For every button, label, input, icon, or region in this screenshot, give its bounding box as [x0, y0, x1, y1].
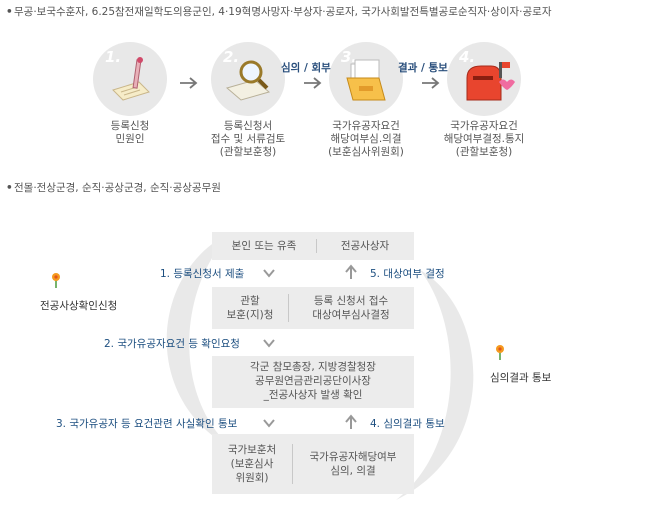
arrow-down-icon — [263, 269, 275, 278]
arrow-up-icon — [345, 414, 357, 429]
box-review-committee: 국가보훈처 (보훈심사 위원회) 국가유공자해당여부 심의, 의결 — [212, 434, 414, 494]
box-regional-office: 관할 보훈(지)청 등록 신청서 접수 대상여부심사결정 — [212, 287, 414, 329]
arrow-label-3: 결과 / 통보 — [398, 62, 448, 74]
side-label-left: 전공사상확인신청 — [40, 300, 118, 312]
left-arc — [166, 232, 232, 448]
bullet: • — [6, 182, 13, 194]
step-4-number: 4. — [459, 48, 476, 66]
step-1-circle: 1. — [93, 42, 167, 116]
section1-description: •무공·보국수훈자, 6.25참전재일학도의용군인, 4·19혁명사망자·부상자… — [6, 5, 642, 20]
step-2-circle: 2. — [211, 42, 285, 116]
box-regional-office-left-line-2: 보훈(지)청 — [226, 309, 274, 321]
step-1: 1. 등록신청 민원인 — [74, 42, 186, 146]
box-confirming-line-3: _전공사상자 발생 확인 — [263, 389, 363, 401]
box-confirming-line-2: 공무원연금관리공단이사장 — [255, 375, 371, 387]
step-4-caption-line-3: (관할보훈청) — [455, 146, 513, 158]
arrow-up-icon — [345, 264, 357, 279]
step-4-caption-line-1: 국가유공자요건 — [450, 120, 518, 132]
right-arc — [396, 270, 474, 500]
box-confirming-agencies: 각군 참모총장, 지방경찰청장 공무원연금관리공단이사장 _전공사상자 발생 확… — [212, 356, 414, 408]
section2-description: •전몰·전상군경, 순직·공상군경, 순직·공상공무원 — [6, 181, 221, 196]
step-3-caption-line-3: (보훈심사위원회) — [328, 146, 404, 158]
divider — [316, 239, 317, 253]
step-3-circle: 3. — [329, 42, 403, 116]
step-3: 3. 국가유공자요건 해당여부심.의결 (보훈심사위원회) — [310, 42, 422, 159]
box-regional-office-right-line-1: 등록 신청서 접수 — [313, 295, 389, 307]
step-2: 2. 등록신청서 접수 및 서류검토 (관할보훈청) — [192, 42, 304, 159]
step-1-caption-line-1: 등록신청 — [110, 120, 150, 132]
step-1-caption-line-2: 민원인 — [115, 133, 145, 145]
flow-step-5: 5. 대상여부 결정 — [370, 268, 445, 280]
box-regional-office-left-line-1: 관할 — [240, 295, 260, 307]
arrow-right-icon — [180, 77, 198, 89]
box-review-right-line-1: 국가유공자해당여부 — [309, 451, 397, 463]
divider — [292, 444, 293, 484]
file-folder-icon — [346, 59, 386, 101]
step-4: 4. 국가유공자요건 해당여부결정.통지 (관할보훈청) — [428, 42, 540, 159]
arrow-down-icon — [263, 419, 275, 428]
flower-icon — [52, 273, 60, 288]
step-3-caption-line-1: 국가유공자요건 — [332, 120, 400, 132]
divider — [288, 294, 289, 322]
step-3-number: 3. — [341, 48, 358, 66]
arrow-right-icon — [304, 77, 322, 89]
section1-text: 무공·보국수훈자, 6.25참전재일학도의용군인, 4·19혁명사망자·부상자·… — [14, 6, 552, 18]
box-review-left-line-2: (보훈심사 — [230, 458, 274, 470]
step-3-caption-line-2: 해당여부심.의결 — [330, 133, 402, 145]
magnifier-document-icon — [225, 60, 271, 101]
arrow-down-icon — [263, 339, 275, 348]
bullet: • — [6, 6, 13, 18]
box-confirming-line-1: 각군 참모총장, 지방경찰청장 — [250, 361, 376, 373]
side-label-right: 심의결과 통보 — [490, 372, 552, 384]
section2-text: 전몰·전상군경, 순직·공상군경, 순직·공상공무원 — [14, 182, 221, 194]
flow-step-2: 2. 국가유공자요건 등 확인요청 — [104, 338, 240, 350]
step-1-number: 1. — [105, 48, 122, 66]
mailbox-icon — [466, 62, 515, 101]
box-review-right-line-2: 심의, 의결 — [330, 465, 376, 477]
arrow-right-icon — [422, 77, 440, 89]
box-applicant-left: 본인 또는 유족 — [231, 240, 297, 252]
flow-step-4: 4. 심의결과 통보 — [370, 418, 445, 430]
step-2-number: 2. — [223, 48, 240, 66]
box-applicant: 본인 또는 유족 전공사상자 — [212, 232, 414, 260]
step-2-caption-line-2: 접수 및 서류검토 — [210, 133, 286, 145]
box-applicant-right: 전공사상자 — [340, 240, 390, 252]
step-2-caption-line-3: (관할보훈청) — [219, 146, 277, 158]
box-review-left-line-1: 국가보훈처 — [227, 444, 277, 456]
flow-step-3: 3. 국가유공자 등 요건관련 사실확인 통보 — [56, 418, 238, 430]
step-4-circle: 4. — [447, 42, 521, 116]
step-4-caption-line-2: 해당여부결정.통지 — [443, 133, 525, 145]
box-regional-office-right-line-2: 대상여부심사결정 — [312, 309, 390, 321]
flower-icon — [496, 345, 504, 360]
step-2-caption-line-1: 등록신청서 — [223, 120, 273, 132]
arrow-label-2: 심의 / 회부 — [281, 62, 331, 74]
document-pen-icon — [112, 57, 150, 101]
flow-step-1: 1. 등록신청서 제출 — [160, 268, 245, 280]
box-review-left-line-3: 위원회) — [235, 472, 269, 484]
